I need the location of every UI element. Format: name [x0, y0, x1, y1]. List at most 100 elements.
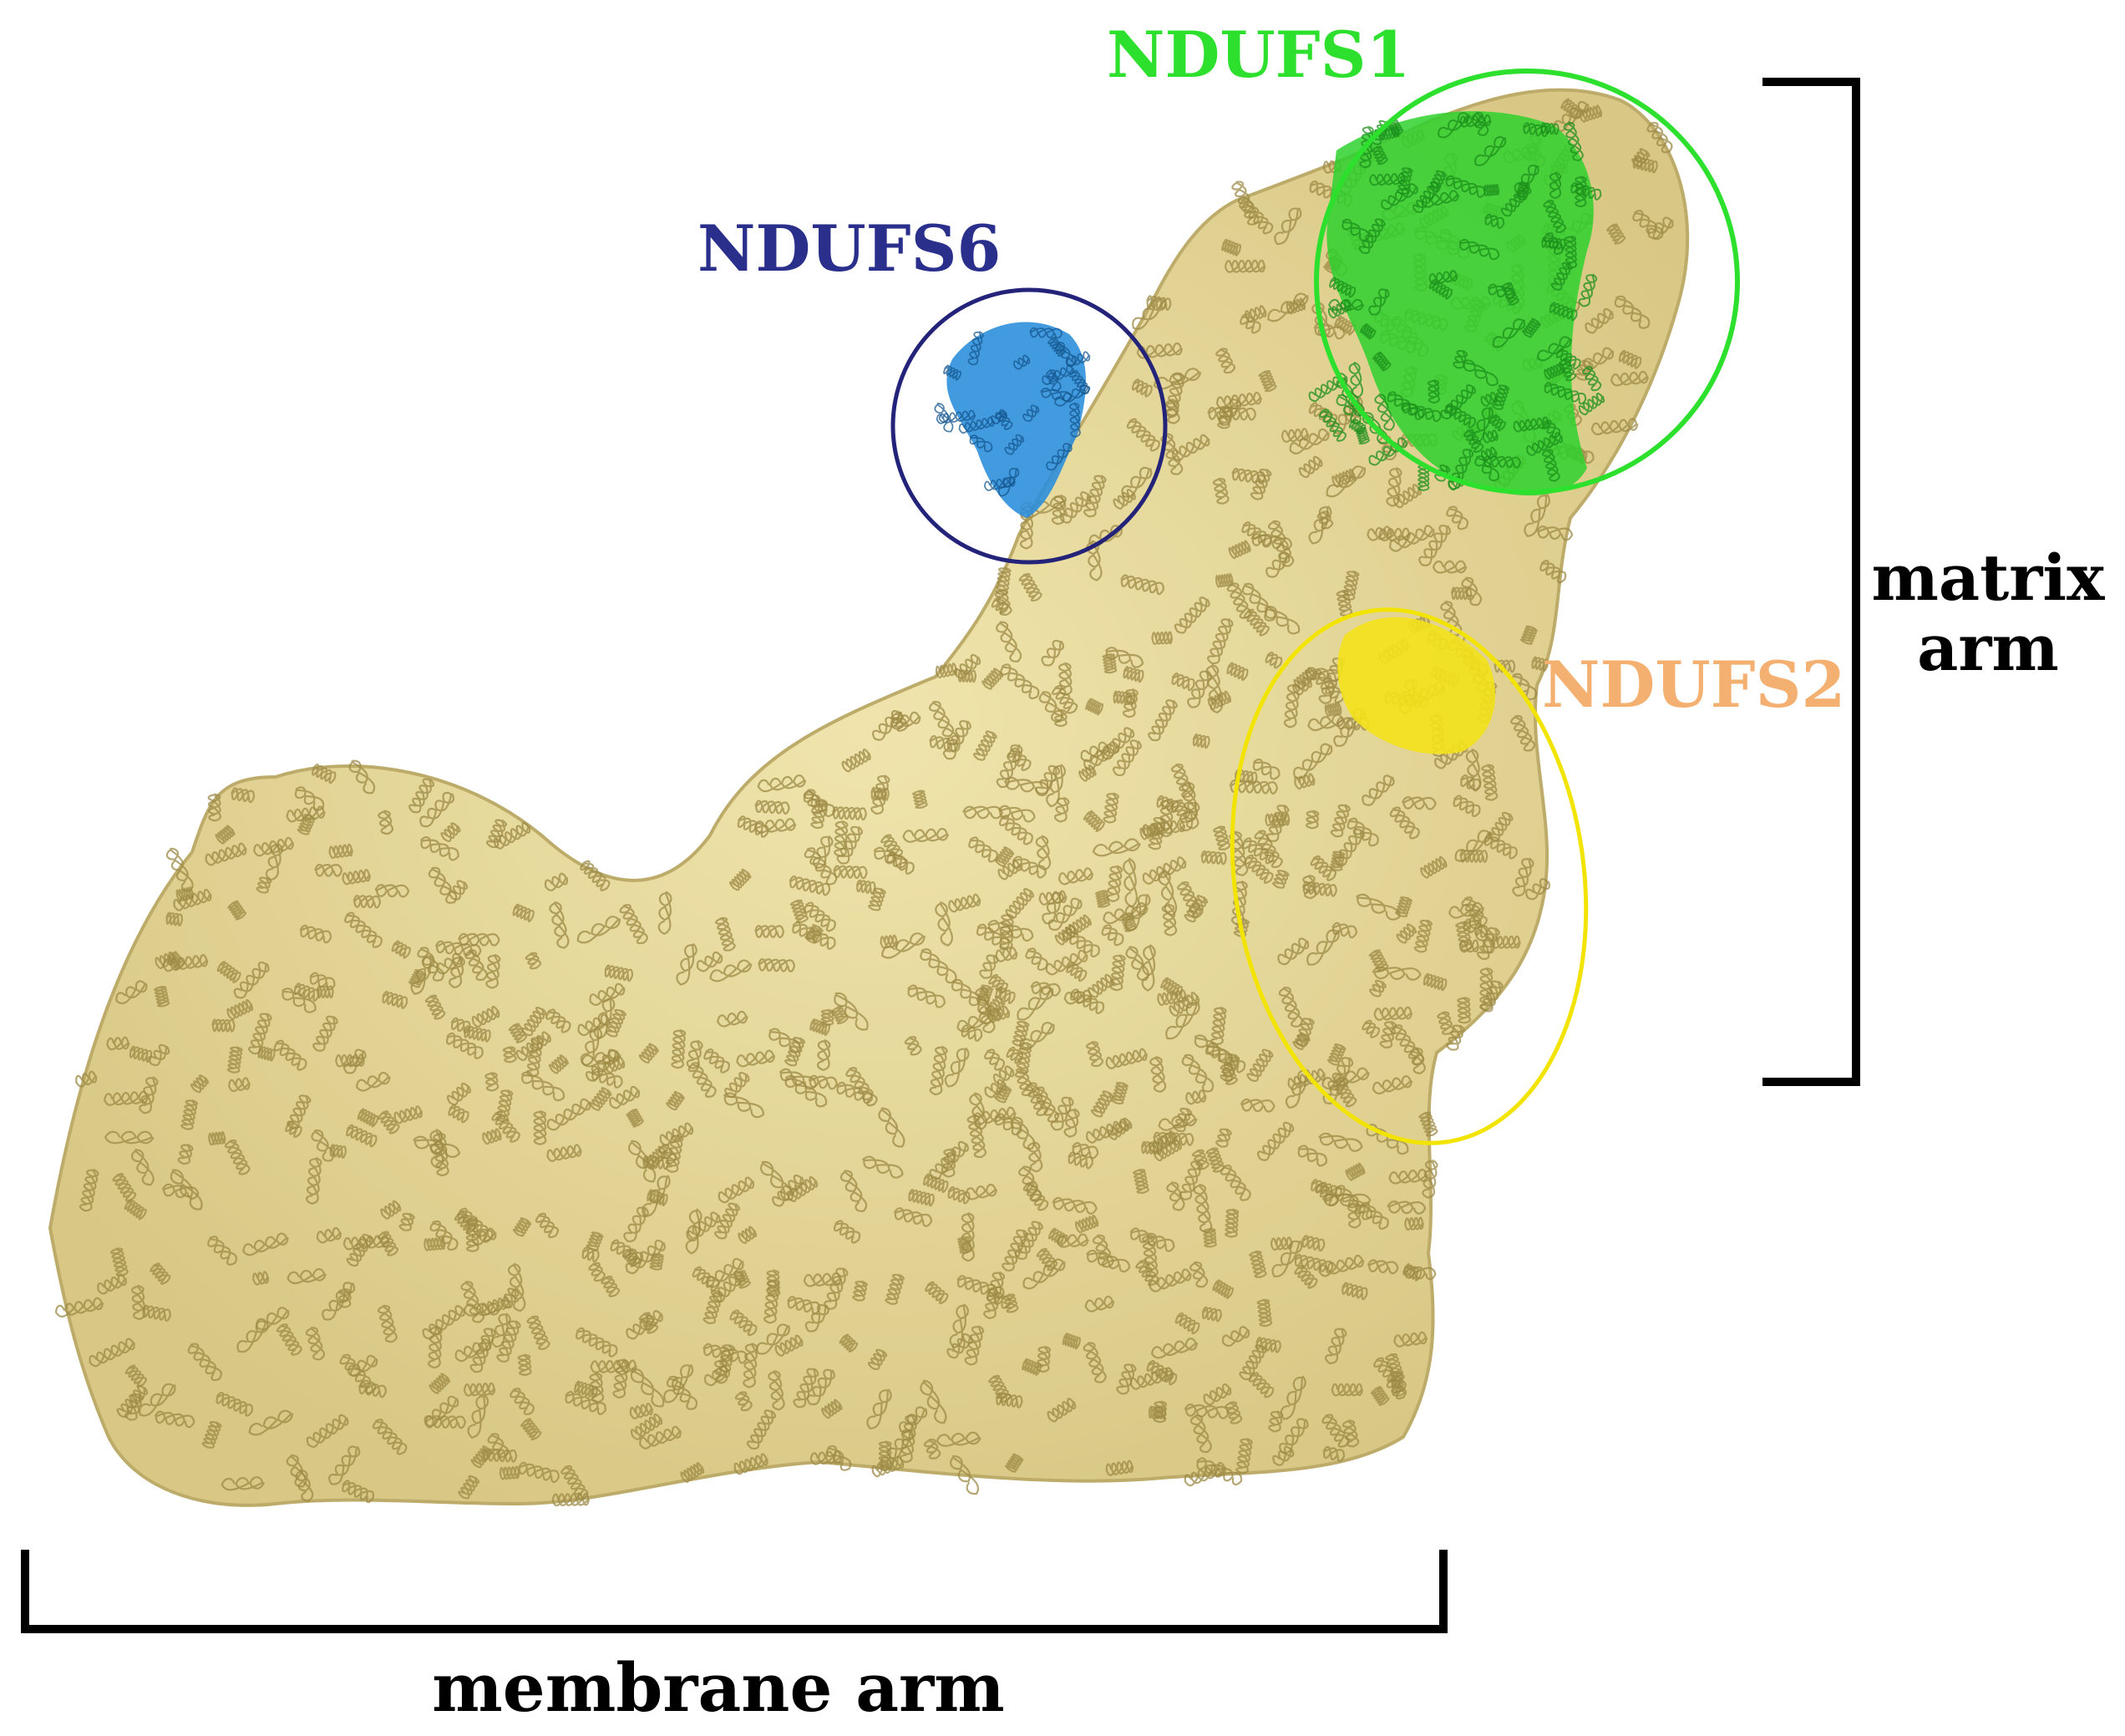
helix-coil	[1347, 1202, 1362, 1229]
helix-coil	[424, 994, 446, 1020]
helix-coil	[463, 1382, 496, 1397]
helix-coil	[1258, 370, 1277, 393]
helix-coil	[1481, 764, 1499, 801]
helix-coil	[1193, 1183, 1213, 1233]
helix-coil	[316, 985, 334, 999]
helix-coil	[1160, 433, 1184, 475]
helix-coil	[1453, 794, 1481, 818]
helix-coil	[173, 888, 212, 911]
helix-coil	[1265, 805, 1290, 842]
helix-coil	[1123, 857, 1138, 908]
helix-coil	[1525, 878, 1550, 901]
helix-coil	[1074, 1214, 1099, 1234]
helix-coil	[1489, 414, 1506, 432]
helix-coil	[228, 1077, 251, 1093]
helix-coil	[1125, 946, 1149, 982]
helix-coil	[1387, 1200, 1427, 1215]
helix-coil	[328, 1445, 361, 1485]
helix-coil	[686, 1211, 721, 1241]
helix-coil	[1492, 384, 1510, 410]
helix-coil	[1368, 949, 1389, 972]
helix-coil	[626, 1310, 663, 1340]
helix-coil	[702, 1290, 723, 1324]
helix-coil	[1084, 1295, 1115, 1312]
helix-coil	[804, 901, 836, 932]
helix-coil	[1293, 667, 1317, 690]
helix-coil	[804, 847, 838, 886]
helix-coil	[810, 799, 828, 830]
helix-coil	[1402, 402, 1442, 423]
helix-coil	[1086, 1118, 1129, 1144]
helix-coil	[408, 968, 427, 988]
helix-coil	[1274, 207, 1302, 246]
helix-coil	[757, 774, 807, 793]
helix-coil	[1590, 418, 1639, 436]
helix-coil	[1371, 145, 1388, 165]
matrix-arm-label-line1: matrix	[1871, 541, 2105, 615]
helix-coil	[1189, 1414, 1212, 1454]
helix-coil	[1113, 739, 1142, 777]
helix-coil	[591, 1068, 623, 1089]
helix-coil	[1297, 1145, 1328, 1167]
helix-coil	[215, 825, 236, 845]
helix-coil	[746, 1409, 777, 1450]
helix-coil	[1381, 183, 1418, 211]
helix-coil	[1239, 1344, 1267, 1381]
helix-coil	[428, 866, 458, 904]
helix-coil	[958, 416, 995, 434]
helix-coil	[380, 1200, 402, 1220]
helix-coil	[207, 793, 221, 822]
helix-coil	[1142, 1234, 1159, 1278]
helix-coil	[969, 1092, 987, 1130]
helix-coil	[1281, 428, 1310, 443]
helix-coil	[1483, 834, 1518, 860]
helix-coil	[845, 1067, 878, 1107]
helix-coil	[1458, 238, 1500, 261]
helix-coil	[1345, 1162, 1366, 1181]
helix-coil	[855, 879, 876, 895]
helix-coil	[1022, 1181, 1049, 1211]
helix-coil	[735, 1391, 753, 1412]
ndufs2-ellipse	[1230, 607, 1589, 1145]
helix-coil	[1372, 966, 1422, 981]
helix-coil	[1250, 469, 1272, 500]
helix-coil	[1461, 896, 1488, 927]
helix-coil	[639, 1425, 682, 1449]
helix-coil	[286, 1454, 307, 1488]
helix-coil	[1164, 398, 1180, 424]
helix-coil	[925, 1281, 949, 1305]
helix-coil	[590, 1359, 638, 1373]
helix-coil	[942, 720, 971, 760]
helix-coil	[482, 1128, 502, 1145]
helix-coil	[1202, 1227, 1217, 1248]
helix-coil	[1270, 1236, 1293, 1251]
helix-coil	[1146, 295, 1172, 312]
helix-coil	[753, 818, 797, 834]
helix-coil	[205, 842, 247, 866]
helix-coil	[485, 819, 508, 849]
helix-coil	[560, 1464, 589, 1500]
helix-coil	[1327, 299, 1352, 319]
helix-coil	[322, 1282, 356, 1321]
helix-coil	[999, 815, 1033, 845]
helix-coil	[1358, 218, 1386, 255]
helix-coil	[293, 982, 320, 1002]
helix-coil	[112, 1173, 137, 1202]
helix-coil	[756, 1323, 790, 1355]
helix-coil	[1103, 792, 1119, 824]
helix-coil	[1090, 1090, 1114, 1118]
helix-coil	[352, 895, 382, 909]
helix-coil	[1226, 662, 1249, 682]
helix-coil	[1565, 235, 1578, 269]
helix-coil	[692, 1266, 720, 1292]
helix-coil	[1514, 165, 1539, 194]
helix-coil	[907, 984, 946, 1008]
helix-coil	[1000, 663, 1040, 699]
helix-coil	[1541, 449, 1560, 482]
helix-coil	[502, 1046, 517, 1063]
helix-coil	[709, 959, 753, 982]
helix-coil	[696, 951, 723, 972]
helix-coil	[1105, 1459, 1134, 1476]
helix-coil	[1280, 1375, 1306, 1420]
helix-coil	[820, 1008, 834, 1027]
